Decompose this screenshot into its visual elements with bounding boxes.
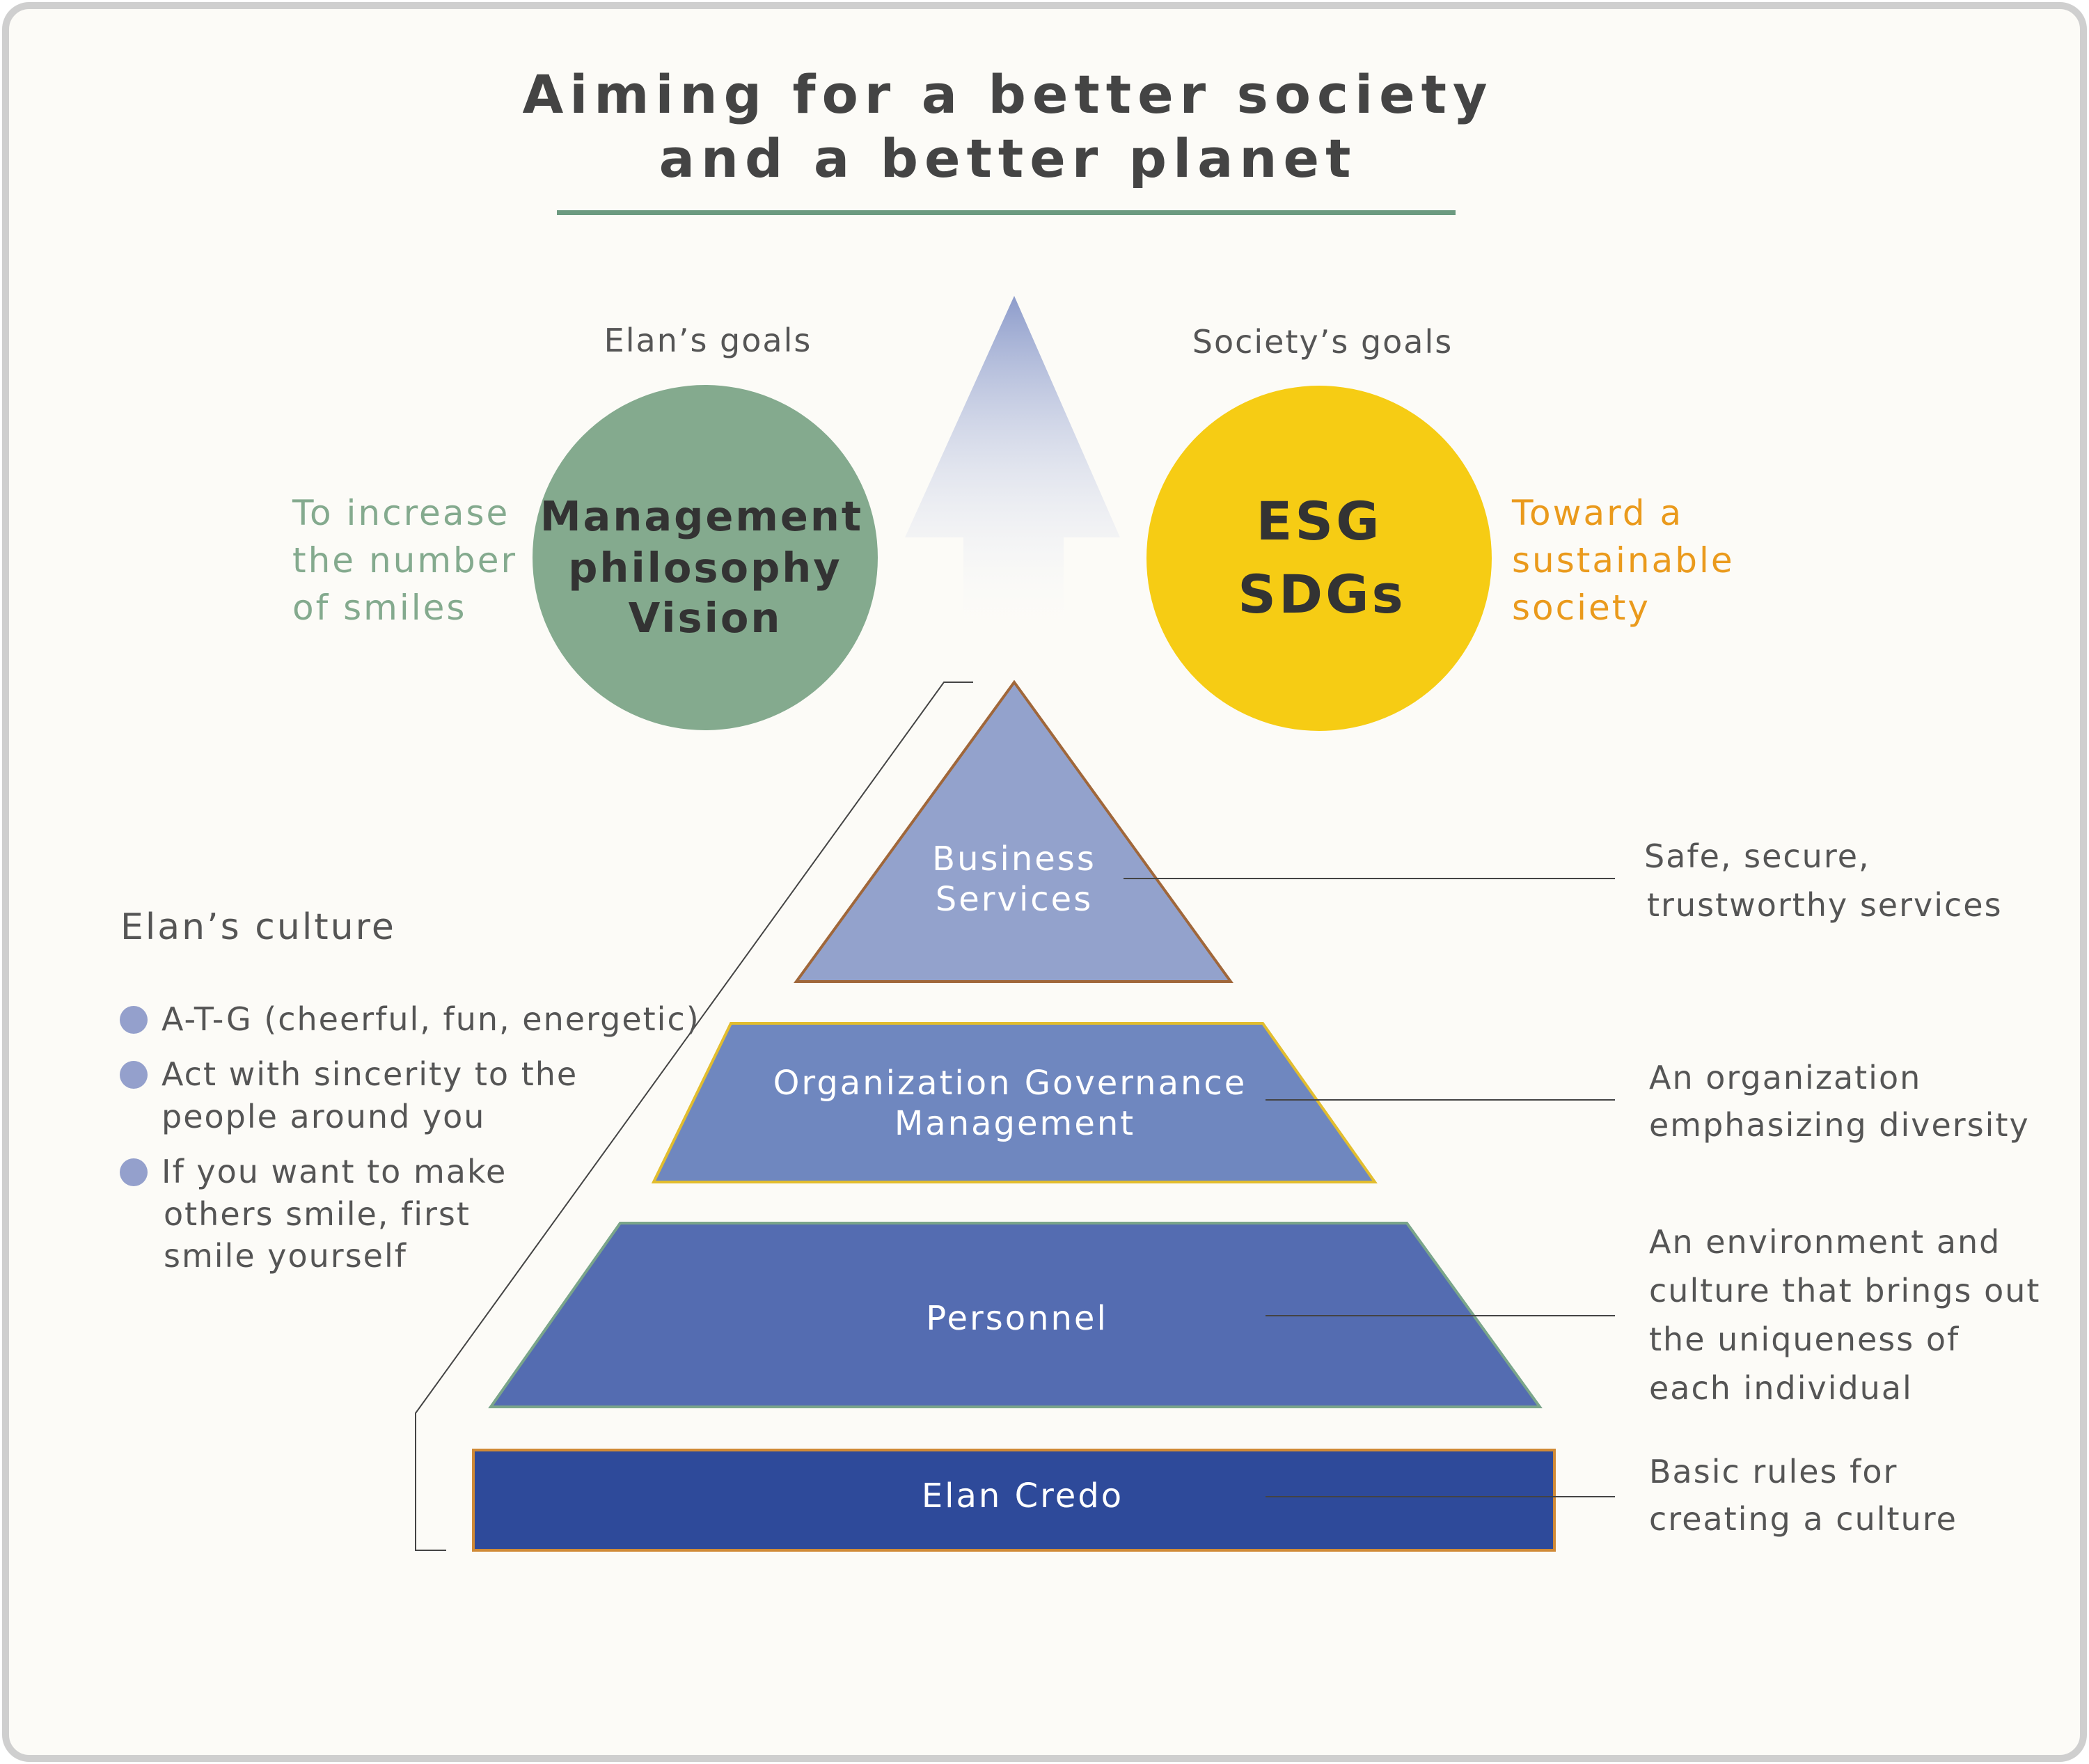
elan-side-line-1: To increase <box>292 493 510 533</box>
title-line-2: and a better planet <box>659 127 1357 189</box>
culture-item-3-line-3: smile yourself <box>164 1237 407 1275</box>
title-block: Aiming for a better society and a better… <box>522 63 1493 215</box>
culture-bullet-1 <box>120 1006 148 1034</box>
leader-lines <box>1124 878 1615 1497</box>
personnel-label: Personnel <box>926 1299 1108 1338</box>
personnel-desc-line-3: the uniqueness of <box>1649 1321 1960 1358</box>
esg-side-line-2: sustainable <box>1512 540 1735 581</box>
culture-bullet-3 <box>120 1158 148 1186</box>
esg-sdgs-circle <box>1146 386 1492 731</box>
culture-bullet-2 <box>120 1061 148 1089</box>
personnel-desc-line-2: culture that brings out <box>1649 1272 2040 1309</box>
culture-block: Elan’s culture A-T-G (cheerful, fun, ene… <box>120 906 700 1275</box>
circle-line-management: Management <box>540 492 863 540</box>
circle-line-sdgs: SDGs <box>1238 563 1405 625</box>
elan-credo-layer <box>472 1449 1556 1552</box>
circle-line-esg: ESG <box>1256 490 1382 552</box>
organization-governance-layer <box>651 1022 1378 1183</box>
culture-item-2-line-1: Act with sincerity to the <box>161 1055 578 1093</box>
society-goals-group: Society’s goals ESG SDGs Toward a sustai… <box>1146 323 1735 731</box>
personnel-desc-line-4: each individual <box>1649 1369 1913 1407</box>
culture-item-3-line-2: others smile, first <box>164 1195 471 1233</box>
management-philosophy-circle <box>533 385 878 730</box>
elan-side-line-2: the number <box>292 540 517 581</box>
circle-line-philosophy: philosophy <box>568 544 842 592</box>
organization-desc-line-2: emphasizing diversity <box>1649 1106 2030 1144</box>
culture-item-3-line-1: If you want to make <box>161 1153 507 1190</box>
pyramid: Business Services Organization Governanc… <box>472 679 1556 1552</box>
personnel-layer <box>488 1222 1543 1408</box>
business-services-layer <box>794 679 1233 983</box>
elan-goals-caption: Elan’s goals <box>604 322 812 359</box>
society-goals-caption: Society’s goals <box>1192 323 1453 361</box>
title-line-1: Aiming for a better society <box>522 63 1493 125</box>
personnel-desc-line-1: An environment and <box>1649 1223 2001 1261</box>
business-label-line-1: Business <box>932 840 1096 879</box>
business-label-line-2: Services <box>936 880 1093 919</box>
organization-desc-line-1: An organization <box>1649 1059 1921 1096</box>
descriptions: Safe, secure, trustworthy services An or… <box>1644 837 2040 1538</box>
credo-desc-line-2: creating a culture <box>1649 1500 1957 1538</box>
culture-heading: Elan’s culture <box>120 906 396 948</box>
elan-side-line-3: of smiles <box>292 588 466 628</box>
up-arrow-icon <box>905 296 1120 640</box>
credo-label: Elan Credo <box>922 1476 1124 1515</box>
culture-item-2-line-2: people around you <box>161 1098 485 1135</box>
organization-label-line-1: Organization Governance <box>773 1064 1247 1103</box>
business-desc-line-1: Safe, secure, <box>1644 837 1870 875</box>
organization-label-line-2: Management <box>894 1104 1135 1143</box>
elan-goals-group: Elan’s goals Management philosophy Visio… <box>292 322 878 730</box>
culture-bracket-line <box>415 682 973 1551</box>
circle-line-vision: Vision <box>629 594 782 642</box>
esg-side-line-3: society <box>1512 588 1650 628</box>
esg-side-line-1: Toward a <box>1511 493 1683 533</box>
title-underline <box>557 210 1456 215</box>
credo-desc-line-1: Basic rules for <box>1649 1453 1898 1490</box>
culture-item-1-line-1: A-T-G (cheerful, fun, energetic) <box>161 1000 700 1038</box>
business-desc-line-2: trustworthy services <box>1647 886 2003 924</box>
